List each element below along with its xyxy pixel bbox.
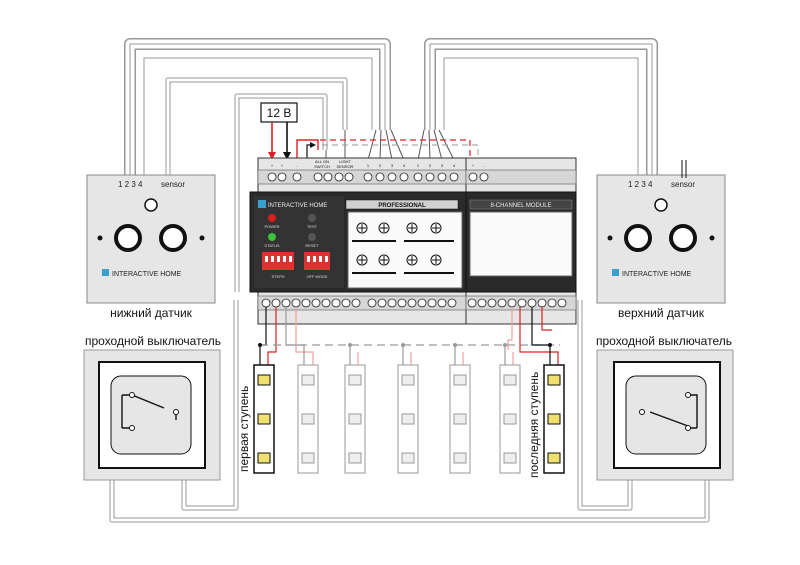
left-switch-caption: проходной выключатель [85, 334, 221, 348]
module-title: 8-CHANNEL MODULE [490, 203, 551, 209]
pin-label: 2 [429, 163, 432, 168]
plus-label-3: + [472, 163, 475, 168]
lower-sensor-brand: INTERACTIVE HOME [112, 271, 182, 278]
pin-label: 4 [453, 163, 456, 168]
upper-brand-logo-icon [612, 269, 619, 276]
left-switch: проходной выключатель [83, 334, 221, 481]
first-step-caption: первая ступень [237, 386, 251, 472]
status-led-icon [268, 233, 276, 241]
bottom-terminals [261, 298, 567, 308]
upper-sensor-lens-icon [624, 224, 652, 252]
wire-junctions [258, 343, 552, 347]
last-led-strip [543, 364, 565, 474]
upper-sensor-label: sensor [671, 180, 695, 189]
first-led-strip [253, 364, 275, 474]
controller-brand: INTERACTIVE HOME [268, 203, 327, 209]
steps-label: STEPS [271, 274, 284, 279]
reset-label: RESET [305, 243, 319, 248]
power-feed: 12 В [260, 102, 319, 160]
sensor-label: SENSOR [337, 164, 354, 169]
right-switch: проходной выключатель [596, 334, 734, 481]
upper-sensor-caption: верхний датчик [618, 306, 705, 320]
minus-label-2: - [483, 163, 485, 168]
pin-label: 1 [417, 163, 420, 168]
plus-label-2: + [281, 163, 284, 168]
lower-sensor-lens-icon [159, 224, 187, 252]
controller-panel: INTERACTIVE HOME PROFESSIONAL POWER TEST… [258, 199, 573, 279]
last-step-caption: последняя ступень [527, 372, 541, 478]
lower-sensor-lens-icon [114, 224, 142, 252]
test-label: TEST [307, 224, 318, 229]
series-label: PROFESSIONAL [378, 203, 426, 209]
lower-brand-logo-icon [102, 269, 109, 276]
off-mode-label: OFF MODE [306, 274, 327, 279]
top-terminals [267, 172, 489, 182]
plus-label: + [271, 163, 274, 168]
off-mode-dip-switch[interactable] [304, 252, 330, 270]
power-led-icon [268, 214, 276, 222]
pin-label: 1 [367, 163, 370, 168]
output-wires [259, 307, 560, 365]
right-switch-caption: проходной выключатель [596, 334, 732, 348]
pin-label: 2 [379, 163, 382, 168]
lower-sensor: 1 2 3 4 sensor INTERACTIVE HOME нижний д… [86, 174, 216, 320]
lower-sensor-pins: 1 2 3 4 [118, 180, 143, 189]
upper-sensor-lens-icon [669, 224, 697, 252]
status-led-label: STATUS [264, 243, 280, 248]
reset-button-icon[interactable] [308, 233, 316, 241]
upper-sensor-pins: 1 2 3 4 [628, 180, 653, 189]
top-dashed-wires [320, 139, 479, 160]
led-strips [253, 364, 565, 474]
power-led-label: POWER [264, 224, 279, 229]
all-on-label: ALL ON [315, 159, 329, 164]
light-label: LIGHT [339, 159, 351, 164]
pin-label: 3 [441, 163, 444, 168]
upper-sensor: 1 2 3 4 sensor INTERACTIVE HOME верхний … [596, 160, 726, 320]
pin-label: 3 [391, 163, 394, 168]
voltage-label: 12 В [267, 106, 292, 120]
lower-sensor-label: sensor [161, 180, 185, 189]
switch-label: SWITCH [314, 164, 330, 169]
upper-sensor-brand: INTERACTIVE HOME [622, 271, 692, 278]
minus-label: - [296, 163, 298, 168]
top-labels: + + - ALL ON SWITCH LIGHT SENSOR 1 2 3 4… [271, 159, 486, 169]
pin-label: 4 [403, 163, 406, 168]
brand-logo-icon [258, 200, 266, 208]
test-button-icon[interactable] [308, 214, 316, 222]
lower-sensor-caption: нижний датчик [110, 306, 193, 320]
sensor-cables [109, 38, 710, 523]
